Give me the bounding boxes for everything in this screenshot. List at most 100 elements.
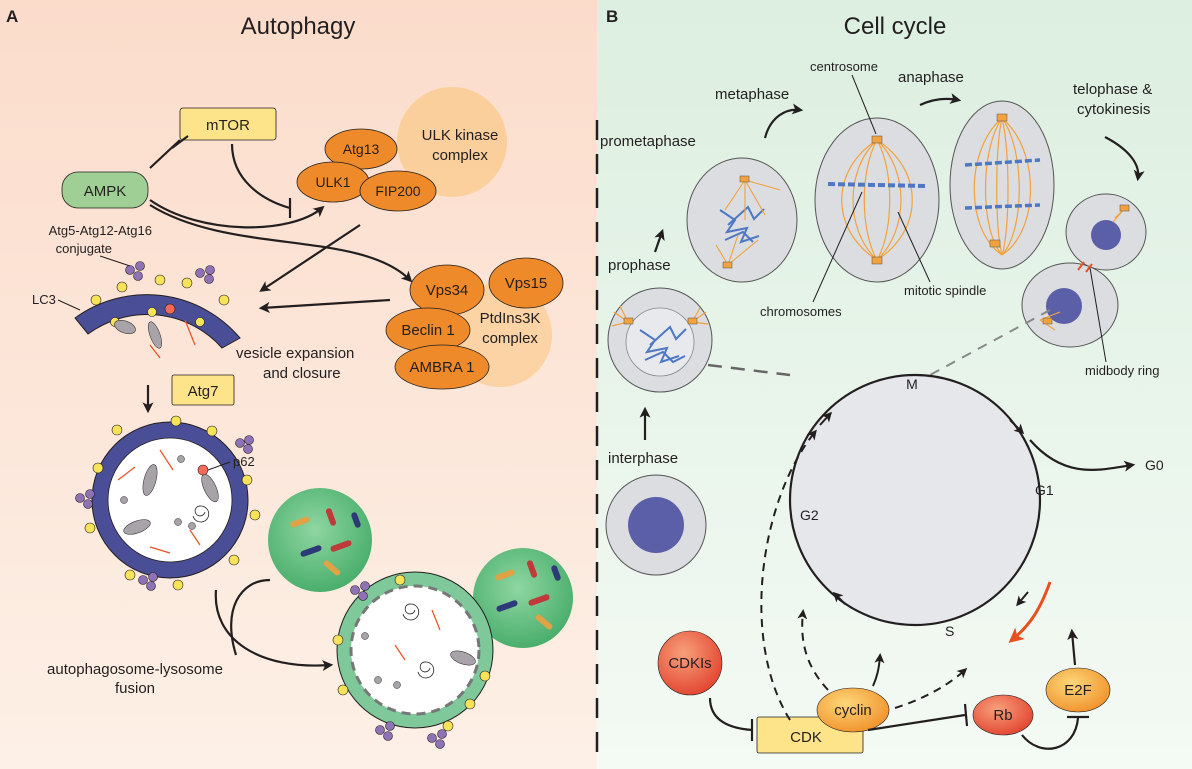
cdk-label: CDK xyxy=(790,729,822,746)
fusion-label-1: autophagosome-lysosome xyxy=(47,661,223,678)
fip200-label: FIP200 xyxy=(375,183,420,199)
ptdins3k-label-2: complex xyxy=(482,330,538,347)
atg7-label: Atg7 xyxy=(188,383,219,400)
ulk-complex-label-1: ULK kinase xyxy=(422,127,499,144)
phagophore-lc3 xyxy=(90,274,230,327)
ampk-label: AMPK xyxy=(84,183,127,200)
cyclin-node xyxy=(816,687,890,733)
ulk-to-vesicle-arrow xyxy=(259,224,361,292)
ampk-ptdins3k-arrow xyxy=(149,204,413,283)
panel-b-title: Cell cycle xyxy=(844,13,947,40)
ampk-ulk-arrow xyxy=(149,199,325,229)
telophase-label-2: cytokinesis xyxy=(1077,101,1150,118)
prometaphase-label: prometaphase xyxy=(600,133,696,150)
midbody-ring-label: midbody ring xyxy=(1085,363,1159,378)
cycle-arrow-g1 xyxy=(819,411,833,426)
metaphase-cell xyxy=(814,117,940,283)
cyclin-g2-dashed-arrow xyxy=(797,609,829,691)
panel-a-title: Autophagy xyxy=(241,13,356,40)
prophase-arrow xyxy=(653,228,665,253)
vesicle-label-2: and closure xyxy=(263,365,341,382)
cycle-arrow-g2 xyxy=(832,591,846,605)
autolysosome-markers xyxy=(332,574,491,749)
prophase-cell xyxy=(607,287,713,393)
mitotic-spindle-label: mitotic spindle xyxy=(904,283,986,298)
phase-g1-label: G1 xyxy=(1035,482,1054,498)
phase-s-label: S xyxy=(945,623,954,639)
mtor-inhibit-bar-1 xyxy=(171,135,189,149)
anaphase-cell xyxy=(949,100,1055,270)
phase-m-label: M xyxy=(906,376,918,392)
ambra1-protein xyxy=(394,344,490,390)
rb-e2f-inhibit xyxy=(1021,717,1080,750)
mtor-box xyxy=(179,107,277,141)
phagophore-conjugates xyxy=(125,261,215,284)
g0-exit-arrow xyxy=(1029,439,1136,472)
phase-g2-label: G2 xyxy=(800,507,819,523)
cyclin-s-arrow xyxy=(872,653,885,687)
lysosome-contents xyxy=(290,508,361,576)
fused-lysosome-contents xyxy=(495,560,561,630)
mtor-ulk-inhibit xyxy=(230,143,291,210)
autophagosome-fusion-arrow xyxy=(214,589,334,672)
vps15-protein xyxy=(488,257,564,309)
conjugate-label-2: conjugate xyxy=(56,241,112,256)
anaphase-arrow xyxy=(919,93,962,106)
prometaphase-cell xyxy=(686,157,798,283)
ulk1-label: ULK1 xyxy=(315,174,350,190)
cdk-rb-inhibit-bar xyxy=(963,703,969,727)
p62-label: p62 xyxy=(233,454,255,469)
telophase-arrow xyxy=(1104,136,1145,182)
panel-a-letter: A xyxy=(6,7,18,26)
fusion-label-2: fusion xyxy=(115,680,155,697)
chromosomes-label: chromosomes xyxy=(760,304,842,319)
vps15-label: Vps15 xyxy=(505,275,548,292)
prophase-label: prophase xyxy=(608,257,671,274)
cdk-rb-inhibit xyxy=(867,713,966,732)
conjugate-pointer xyxy=(99,255,131,267)
lysosome xyxy=(268,488,372,592)
vps34-label: Vps34 xyxy=(426,282,469,299)
e2f-label: E2F xyxy=(1064,682,1092,699)
lc3-label: LC3 xyxy=(32,292,56,307)
vesicle-label-1: vesicle expansion xyxy=(236,345,354,362)
conjugate-label-1: Atg5-Atg12-Atg16 xyxy=(49,223,152,238)
cycle-arrow-m xyxy=(1009,419,1025,435)
ptdins3k-label-1: PtdIns3K xyxy=(480,310,541,327)
panel-b-letter: B xyxy=(606,7,618,26)
telophase-cell xyxy=(1021,193,1147,348)
beclin1-label: Beclin 1 xyxy=(401,322,454,339)
rb-label: Rb xyxy=(993,707,1012,724)
mitosis-connector-left xyxy=(707,363,791,377)
cyclin-label: cyclin xyxy=(834,702,872,719)
lc3-pointer xyxy=(57,299,81,311)
centrosome-pointer xyxy=(851,74,877,135)
metaphase-label: metaphase xyxy=(715,86,789,103)
e2f-s-red-arrow xyxy=(1008,581,1052,643)
cdkis-inhibit-curve xyxy=(708,697,753,732)
cell-cycle-circle xyxy=(788,373,1042,627)
cdkis-node xyxy=(657,630,723,696)
cdkis-label: CDKIs xyxy=(668,655,711,672)
cyclin-g1-dashed-arrow xyxy=(894,667,968,709)
ulk-complex-label-2: complex xyxy=(432,147,488,164)
p62-pointer xyxy=(207,461,231,471)
midbody-pointer xyxy=(1089,267,1107,363)
phagophore-cargo xyxy=(114,303,196,359)
atg13-label: Atg13 xyxy=(343,141,380,157)
autolysosome-cargo xyxy=(361,603,476,689)
autophagosome-lc3 xyxy=(84,415,261,591)
metaphase-arrow xyxy=(763,103,804,139)
ampk-box xyxy=(61,171,149,209)
autolysosome-lumen xyxy=(349,584,481,716)
interphase-cell xyxy=(605,474,707,576)
ambra1-label: AMBRA 1 xyxy=(409,359,474,376)
ulk-complex-halo xyxy=(397,87,507,197)
telophase-label-1: telophase & xyxy=(1073,81,1152,98)
mtor-label: mTOR xyxy=(206,117,250,134)
cyclin-m-dashed-arrow xyxy=(760,429,817,721)
g0-label: G0 xyxy=(1145,457,1164,473)
centrosome-label: centrosome xyxy=(810,59,878,74)
interphase-label: interphase xyxy=(608,450,678,467)
ptdins3k-to-vesicle-arrow xyxy=(258,298,391,314)
